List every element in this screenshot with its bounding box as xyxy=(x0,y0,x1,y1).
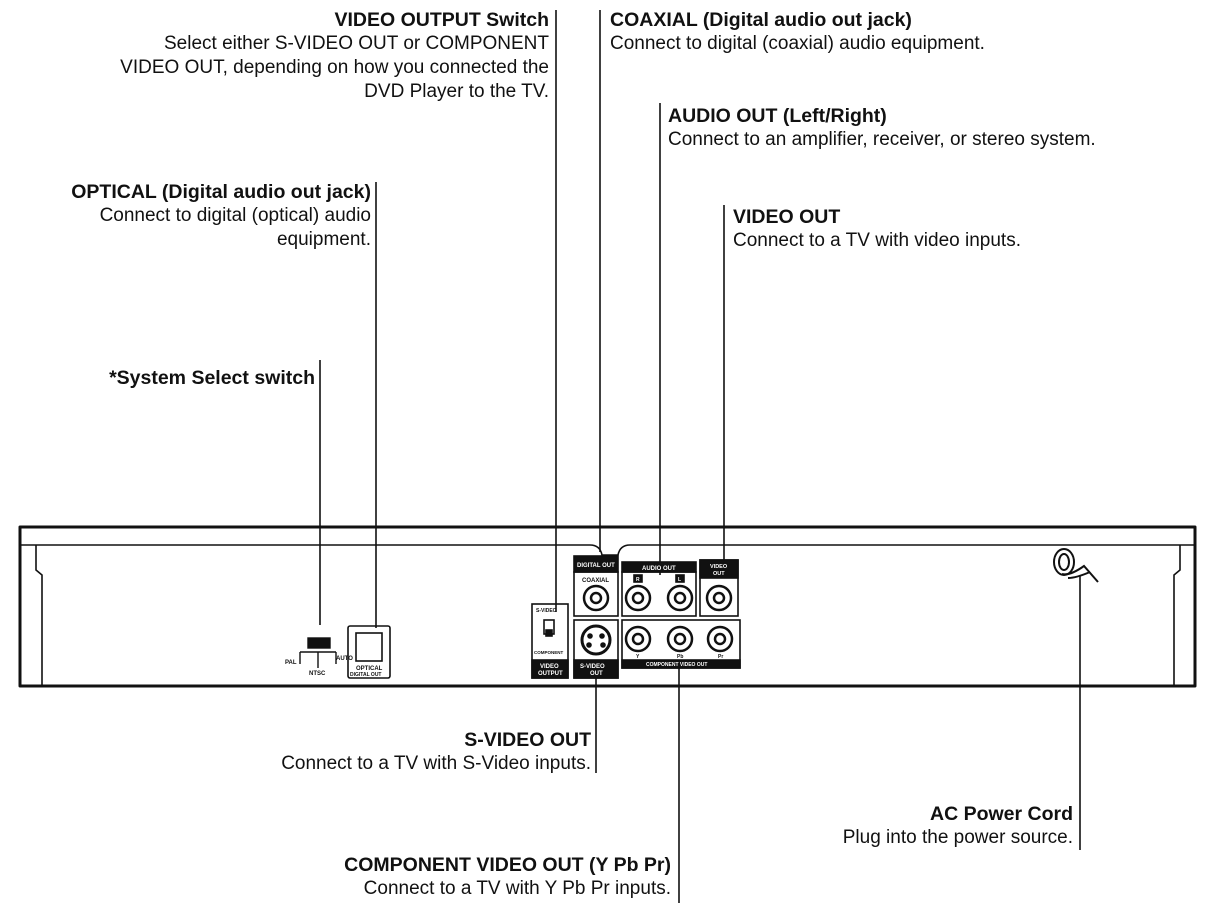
s-video-out-desc: Connect to a TV with S-Video inputs. xyxy=(281,753,591,774)
video-output-label-1: VIDEO xyxy=(540,664,559,670)
callout-video-out: VIDEO OUT Connect to a TV with video inp… xyxy=(733,205,1193,253)
callout-s-video-out: S-VIDEO OUT Connect to a TV with S-Video… xyxy=(151,728,591,776)
callout-coaxial: COAXIAL (Digital audio out jack) Connect… xyxy=(610,8,1170,56)
video-output-switch-desc-1: Select either S-VIDEO OUT or COMPONENT xyxy=(163,33,549,54)
video-out-header-2: OUT xyxy=(713,571,725,577)
audio-out-title: AUDIO OUT (Left/Right) xyxy=(668,105,887,127)
audio-l-label: L xyxy=(678,577,681,583)
optical-desc-1: Connect to digital (optical) audio xyxy=(99,205,371,226)
video-out-desc: Connect to a TV with video inputs. xyxy=(733,230,1021,251)
audio-out-jacks[interactable]: AUDIO OUT R L xyxy=(621,561,697,617)
y-label: Y xyxy=(636,654,640,660)
digital-out-label: DIGITAL OUT xyxy=(350,672,381,678)
audio-out-desc: Connect to an amplifier, receiver, or st… xyxy=(668,129,1096,150)
ac-power-desc: Plug into the power source. xyxy=(842,827,1073,848)
callout-video-output-switch: VIDEO OUTPUT Switch Select either S-VIDE… xyxy=(0,8,549,104)
ac-power-cord[interactable] xyxy=(1053,548,1099,583)
optical-label: OPTICAL xyxy=(356,666,383,672)
component-switch-label: COMPONENT xyxy=(534,650,564,655)
callout-ac-power: AC Power Cord Plug into the power source… xyxy=(633,802,1073,850)
system-select-switch[interactable]: PAL NTSC AUTO xyxy=(285,637,353,677)
optical-title: OPTICAL (Digital audio out jack) xyxy=(71,181,371,203)
video-out-title: VIDEO OUT xyxy=(733,206,841,228)
component-video-out-desc: Connect to a TV with Y Pb Pr inputs. xyxy=(363,878,671,899)
s-video-out-label-1: S-VIDEO xyxy=(580,664,605,670)
audio-out-header: AUDIO OUT xyxy=(642,566,676,572)
coaxial-jack[interactable]: DIGITAL OUT COAXIAL xyxy=(573,555,619,617)
video-out-jack[interactable]: VIDEO OUT xyxy=(699,559,739,617)
s-video-out-title: S-VIDEO OUT xyxy=(464,729,591,751)
audio-r-label: R xyxy=(636,577,640,583)
coaxial-title: COAXIAL (Digital audio out jack) xyxy=(610,9,912,31)
digital-out-header: DIGITAL OUT xyxy=(577,563,615,569)
video-output-switch[interactable]: S-VIDEO COMPONENT VIDEO OUTPUT xyxy=(531,603,569,679)
coaxial-desc: Connect to digital (coaxial) audio equip… xyxy=(610,33,985,54)
video-output-label-2: OUTPUT xyxy=(538,671,563,677)
callout-audio-out: AUDIO OUT (Left/Right) Connect to an amp… xyxy=(668,104,1208,152)
optical-desc-2: equipment. xyxy=(276,229,371,250)
coaxial-label: COAXIAL xyxy=(582,578,609,584)
s-video-switch-label: S-VIDEO xyxy=(536,608,557,614)
video-out-header-1: VIDEO xyxy=(710,564,728,570)
ntsc-label: NTSC xyxy=(309,671,326,677)
s-video-out-jack[interactable]: S-VIDEO OUT xyxy=(573,619,619,679)
video-output-switch-desc-3: DVD Player to the TV. xyxy=(364,81,549,102)
optical-jack[interactable]: OPTICAL DIGITAL OUT xyxy=(347,625,391,679)
component-video-out-title: COMPONENT VIDEO OUT (Y Pb Pr) xyxy=(344,854,671,876)
ac-power-title: AC Power Cord xyxy=(929,803,1073,825)
pb-label: Pb xyxy=(677,654,683,660)
chassis xyxy=(18,525,1197,688)
callout-optical: OPTICAL (Digital audio out jack) Connect… xyxy=(0,180,371,252)
auto-label: AUTO xyxy=(336,656,353,662)
component-video-out-label: COMPONENT VIDEO OUT xyxy=(646,662,707,668)
video-output-switch-desc-2: VIDEO OUT, depending on how you connecte… xyxy=(120,57,549,78)
leader-lines xyxy=(319,10,1081,903)
callout-component-video-out: COMPONENT VIDEO OUT (Y Pb Pr) Connect to… xyxy=(191,853,671,901)
callout-system-select: *System Select switch xyxy=(0,366,315,390)
pr-label: Pr xyxy=(718,654,723,660)
s-video-out-label-2: OUT xyxy=(590,671,603,677)
component-video-out-jacks[interactable]: Y Pb Pr COMPONENT VIDEO OUT xyxy=(621,619,741,669)
system-select-title: *System Select switch xyxy=(109,367,315,389)
video-output-switch-title: VIDEO OUTPUT Switch xyxy=(334,9,549,31)
pal-label: PAL xyxy=(285,660,297,666)
